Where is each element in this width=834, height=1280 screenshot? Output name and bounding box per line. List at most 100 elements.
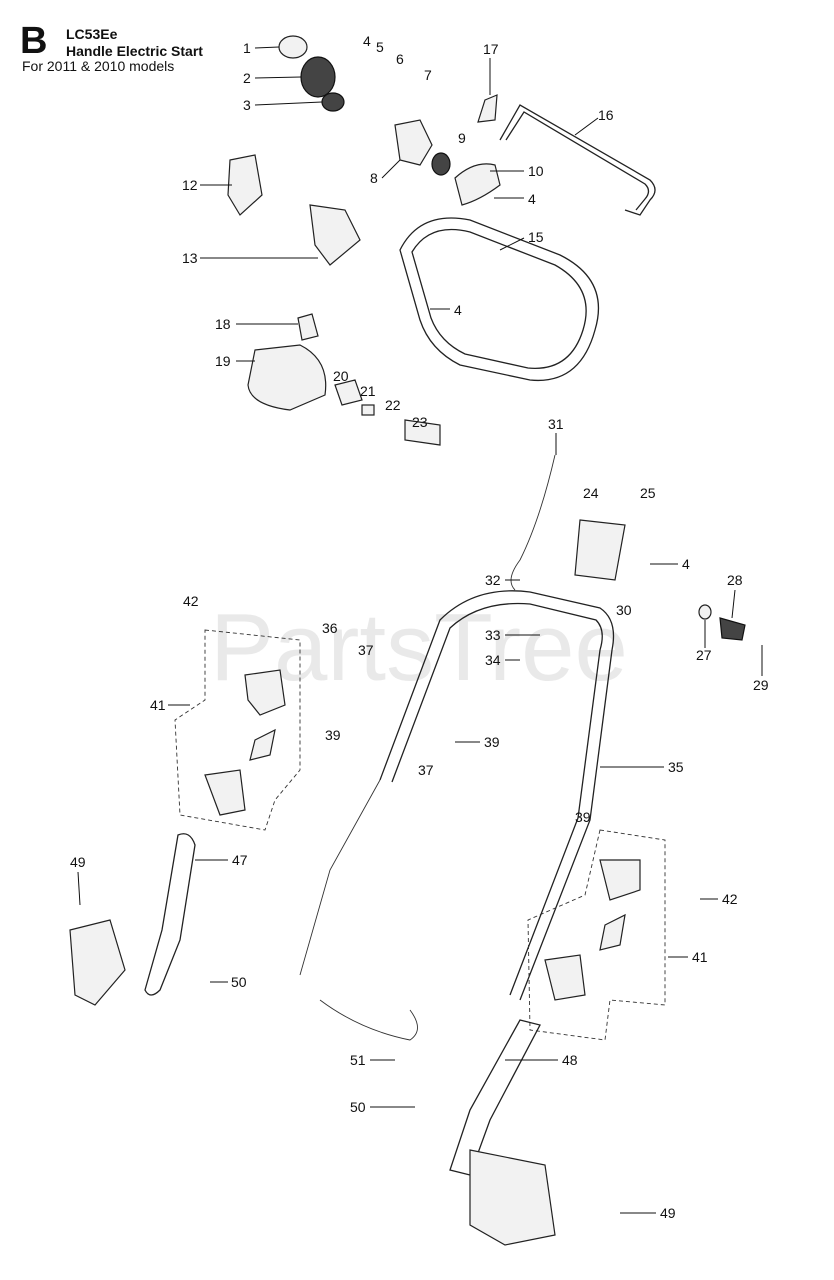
bracket-left-part — [227, 154, 263, 216]
callout-1: 1 — [243, 40, 251, 56]
lower-handle-bar — [379, 590, 615, 1001]
plug-part — [297, 313, 319, 341]
callout-28: 28 — [727, 572, 743, 588]
callout-48: 48 — [562, 1052, 578, 1068]
leader-8 — [381, 159, 401, 179]
left-lever — [249, 728, 276, 761]
callout-33: 33 — [485, 627, 501, 643]
callout-17: 17 — [483, 41, 499, 57]
callout-27: 27 — [696, 647, 712, 663]
callout-6: 6 — [396, 51, 404, 67]
washer-part — [698, 604, 712, 620]
callout-39c: 39 — [575, 809, 591, 825]
callout-23: 23 — [412, 414, 428, 430]
model-label: LC53Ee — [66, 26, 118, 42]
callout-50a: 50 — [231, 974, 247, 990]
callout-36: 36 — [322, 620, 338, 636]
callout-39b: 39 — [484, 734, 500, 750]
leader-28 — [731, 589, 736, 619]
left-lower-bracket — [144, 833, 196, 996]
bracket-right-part — [309, 204, 361, 266]
callout-39a: 39 — [325, 727, 341, 743]
callout-47: 47 — [232, 852, 248, 868]
callout-32: 32 — [485, 572, 501, 588]
callout-42a: 42 — [183, 593, 199, 609]
mount-plate-part — [574, 519, 626, 581]
callout-51: 51 — [350, 1052, 366, 1068]
callout-9: 9 — [458, 130, 466, 146]
switch-housing-part — [394, 119, 433, 166]
leader-15 — [499, 237, 525, 251]
bail-rod-inner — [505, 111, 650, 211]
callout-22: 22 — [385, 397, 401, 413]
lower-cable — [299, 779, 418, 1041]
callout-41a: 41 — [150, 697, 166, 713]
leader-16 — [574, 117, 599, 136]
cable-clamp-part — [404, 419, 441, 446]
callout-3: 3 — [243, 97, 251, 113]
callout-19: 19 — [215, 353, 231, 369]
callout-8: 8 — [370, 170, 378, 186]
left-lower-lock — [204, 769, 246, 816]
callout-16: 16 — [598, 107, 614, 123]
callout-25: 25 — [640, 485, 656, 501]
left-upper-lock — [244, 669, 286, 716]
knob-part — [300, 56, 336, 98]
start-button-housing — [247, 344, 327, 411]
diagram-title: Handle Electric Start — [66, 43, 203, 59]
callout-group: 1 2 3 4 5 6 7 8 9 10 4 12 13 15 16 17 4 … — [70, 33, 769, 1221]
section-letter: B — [20, 20, 48, 62]
right-lower-lock — [544, 954, 586, 1001]
leader-3 — [254, 101, 323, 106]
callout-24: 24 — [583, 485, 599, 501]
callout-7: 7 — [424, 67, 432, 83]
leader-2 — [254, 76, 302, 79]
leader-49a — [77, 871, 81, 906]
switch-block-part — [334, 379, 363, 406]
nut-part — [321, 92, 345, 112]
leader-1 — [254, 46, 280, 49]
lower-handle-bar-inner — [391, 602, 603, 996]
right-side-plate — [469, 1149, 556, 1246]
callout-49b: 49 — [660, 1205, 676, 1221]
callout-37a: 37 — [358, 642, 374, 658]
small-connector-part — [361, 404, 375, 416]
right-lever — [599, 913, 626, 951]
callout-4a: 4 — [363, 33, 371, 49]
upper-handle-bar-inner — [411, 228, 587, 369]
callout-34: 34 — [485, 652, 501, 668]
callout-42b: 42 — [722, 891, 738, 907]
start-cable — [510, 454, 556, 591]
callout-12: 12 — [182, 177, 198, 193]
models-note: For 2011 & 2010 models — [22, 58, 175, 74]
handle-knob-part — [719, 617, 746, 641]
callout-37b: 37 — [418, 762, 434, 778]
left-side-plate — [69, 919, 126, 1006]
callout-4c: 4 — [454, 302, 462, 318]
callout-30: 30 — [616, 602, 632, 618]
callout-21: 21 — [360, 383, 376, 399]
right-lower-bracket — [449, 1019, 541, 1176]
callout-50b: 50 — [350, 1099, 366, 1115]
clip-part — [477, 94, 498, 123]
callout-20: 20 — [333, 368, 349, 384]
callout-31: 31 — [548, 416, 564, 432]
callout-13: 13 — [182, 250, 198, 266]
cap-part — [278, 35, 308, 59]
callout-18: 18 — [215, 316, 231, 332]
callout-29: 29 — [753, 677, 769, 693]
right-height-adjust-group — [527, 829, 666, 1041]
callout-41b: 41 — [692, 949, 708, 965]
callout-2: 2 — [243, 70, 251, 86]
upper-handle-bar — [399, 217, 600, 382]
cover-part — [454, 163, 501, 206]
callout-35: 35 — [668, 759, 684, 775]
bail-rod — [499, 104, 656, 216]
callout-4b: 4 — [528, 191, 536, 207]
callout-49a: 49 — [70, 854, 86, 870]
spring-part — [431, 152, 451, 176]
right-upper-lock — [599, 859, 641, 901]
left-height-adjust-group — [174, 629, 301, 831]
callout-10: 10 — [528, 163, 544, 179]
